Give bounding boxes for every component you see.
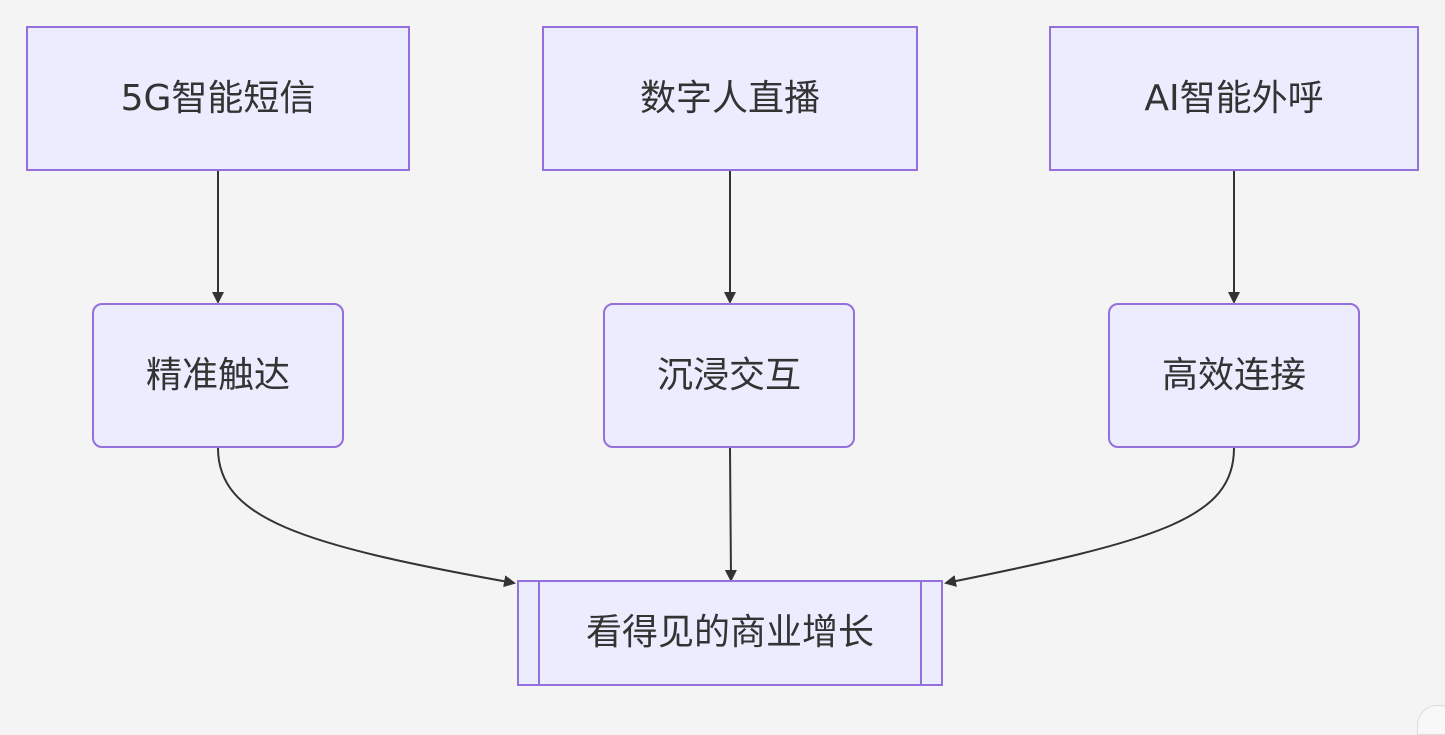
node-efficient-connection-label: 高效连接 <box>1161 354 1306 396</box>
node-precise-reach-label: 精准触达 <box>145 354 290 396</box>
node-digital-human-live[interactable]: 数字人直播 <box>542 26 918 171</box>
edge-m3-r1 <box>944 447 1235 587</box>
node-ai-outbound-call[interactable]: AI智能外呼 <box>1049 26 1419 171</box>
node-visible-business-growth[interactable]: 看得见的商业增长 <box>517 580 943 686</box>
node-ai-outbound-call-label: AI智能外呼 <box>1144 77 1324 119</box>
node-efficient-connection[interactable]: 高效连接 <box>1108 303 1360 448</box>
node-5g-sms[interactable]: 5G智能短信 <box>26 26 410 171</box>
node-immersive-interaction-label: 沉浸交互 <box>656 354 801 396</box>
node-digital-human-live-label: 数字人直播 <box>639 77 820 119</box>
node-immersive-interaction[interactable]: 沉浸交互 <box>603 303 855 448</box>
node-visible-business-growth-label: 看得见的商业增长 <box>585 612 874 653</box>
node-5g-sms-label: 5G智能短信 <box>120 77 316 119</box>
corner-decoration <box>1417 705 1445 735</box>
edge-m2-r1 <box>724 447 737 582</box>
edge-m1-r1 <box>217 447 516 588</box>
node-precise-reach[interactable]: 精准触达 <box>92 303 344 448</box>
